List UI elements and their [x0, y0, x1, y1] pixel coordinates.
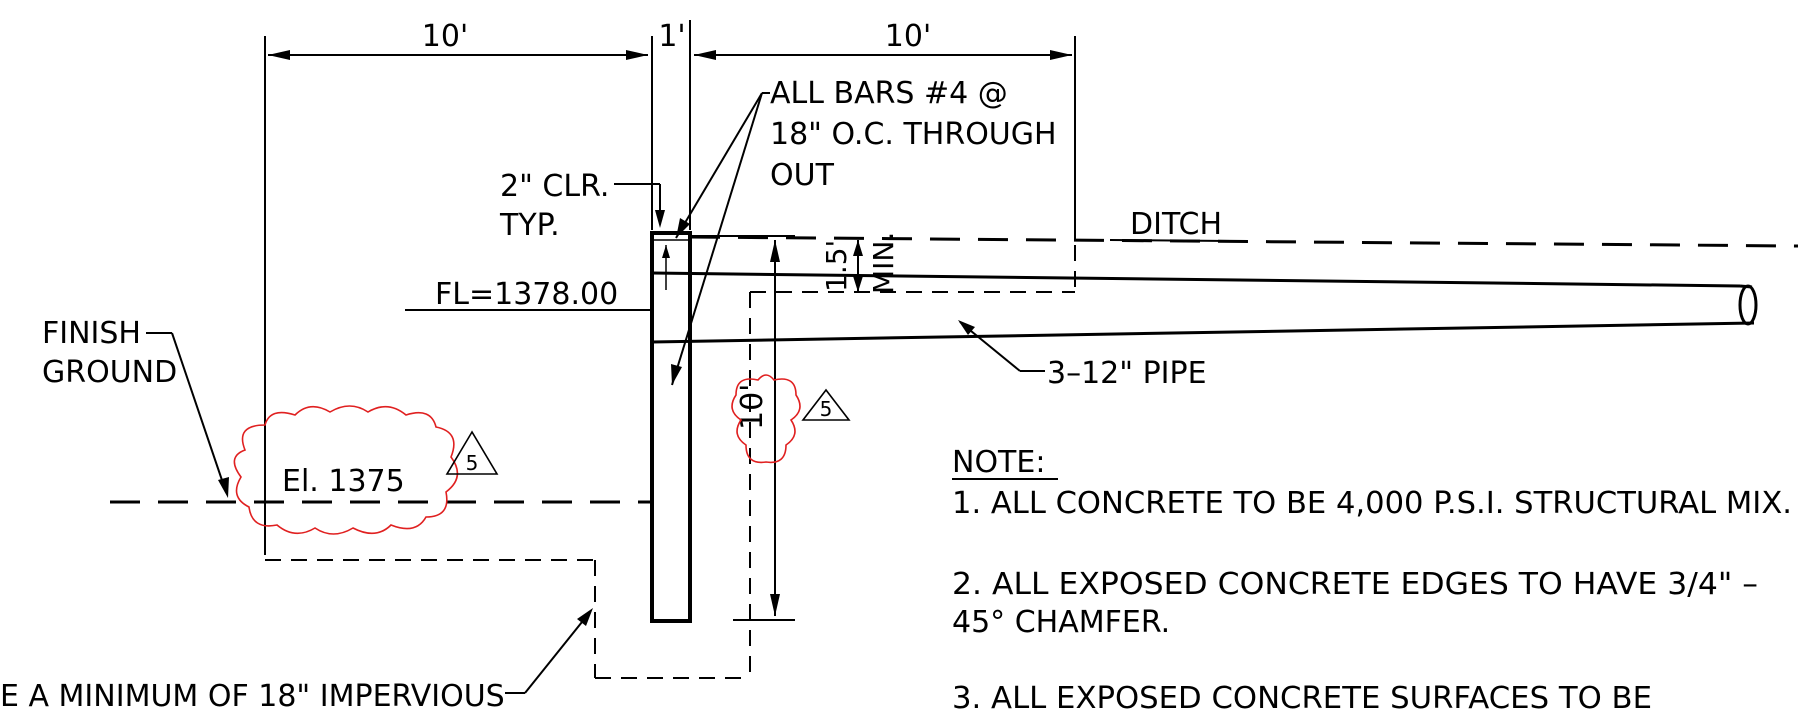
note-3: 3. ALL EXPOSED CONCRETE SURFACES TO BE — [952, 681, 1652, 716]
bars-label-line2: 18" O.C. THROUGH — [770, 117, 1057, 152]
elevation-label: El. 1375 — [282, 464, 405, 499]
dimension-left-text: 10' — [422, 19, 468, 54]
note-2-line2: 45° CHAMFER. — [952, 605, 1170, 640]
finish-ground-label-line1: FINISH — [42, 316, 141, 351]
headwall — [650, 231, 692, 623]
revision-cloud-elevation — [233, 405, 459, 535]
revision-tag-height-text: 5 — [820, 397, 833, 421]
revision-cloud-height — [731, 374, 801, 464]
dimension-right-text: 10' — [885, 19, 931, 54]
notes-block: NOTE: 1. ALL CONCRETE TO BE 4,000 P.S.I.… — [952, 445, 1792, 716]
revision-tag-elevation: 5 — [445, 430, 499, 475]
ditch-line — [689, 235, 1798, 248]
flowline-label: FL=1378.00 — [435, 277, 618, 312]
cover-depth-text: 1.5' — [820, 240, 853, 292]
bars-label-line1: ALL BARS #4 @ — [770, 76, 1008, 111]
pipe-callout: 3–12" PIPE — [958, 320, 1207, 391]
finish-ground-label-line2: GROUND — [42, 355, 177, 390]
bars-label-line3: OUT — [770, 158, 835, 193]
wall-height-dimension: 10' — [690, 235, 795, 621]
bars-callout: ALL BARS #4 @ 18" O.C. THROUGH OUT — [671, 76, 1057, 386]
excavation-left — [265, 559, 750, 679]
finish-ground-callout: FINISH GROUND — [42, 316, 229, 498]
impervious-label: E A MINIMUM OF 18" IMPERVIOUS — [0, 679, 505, 714]
dimension-left: 10' — [264, 19, 653, 555]
clear-label-line2: TYP. — [499, 208, 560, 243]
impervious-callout: E A MINIMUM OF 18" IMPERVIOUS — [0, 608, 593, 714]
wall-height-text: 10' — [735, 384, 770, 430]
revision-tag-height: 5 — [801, 388, 851, 421]
revision-tag-elevation-text: 5 — [466, 451, 479, 475]
dimension-wall-text: 1' — [658, 19, 685, 54]
note-2-line1: 2. ALL EXPOSED CONCRETE EDGES TO HAVE 3/… — [952, 567, 1758, 602]
note-1: 1. ALL CONCRETE TO BE 4,000 P.S.I. STRUC… — [952, 486, 1792, 521]
clear-callout: 2" CLR. TYP. — [499, 169, 665, 243]
dimension-right: 10' — [694, 19, 1076, 240]
dimension-wall: 1' — [658, 19, 691, 230]
cover-min-text: MIN. — [867, 232, 900, 294]
excavation-right — [749, 245, 1076, 678]
ditch-label: DITCH — [1130, 207, 1222, 242]
pipe-label: 3–12" PIPE — [1047, 356, 1207, 391]
pipe — [651, 271, 1758, 344]
notes-title: NOTE: — [952, 445, 1045, 480]
cover-dimension: 1.5' MIN. — [820, 232, 900, 294]
clear-label-line1: 2" CLR. — [500, 169, 609, 204]
